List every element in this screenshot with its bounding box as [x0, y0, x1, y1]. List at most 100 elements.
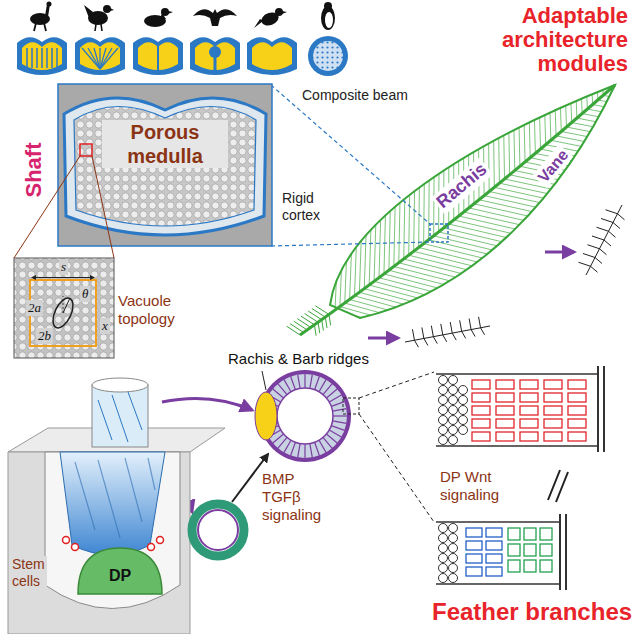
barbule-cell: [486, 554, 502, 563]
ridge-cell: [449, 534, 458, 543]
feather-barb: [489, 191, 635, 223]
barb-ridge: [319, 380, 326, 392]
rachis-callout: [430, 224, 448, 242]
barbule: [591, 266, 598, 272]
barb-ridge: [310, 444, 312, 458]
shaft-section: [247, 37, 297, 75]
rachis-callout: [271, 85, 430, 246]
downy-barb: [294, 321, 307, 330]
panel-title: Feather branches: [432, 598, 632, 627]
shaft-section: [308, 36, 348, 76]
barb-ridge: [273, 389, 284, 398]
barbule: [450, 322, 452, 333]
barb-cell: [544, 432, 562, 441]
barb-cell: [472, 419, 490, 428]
ridge-cell: [439, 396, 448, 405]
ridge-cell: [449, 554, 458, 563]
barb-cell: [520, 393, 538, 402]
barb-ridge: [323, 384, 332, 395]
barbule: [579, 262, 591, 266]
feather-barb: [459, 216, 605, 250]
barb-ridge: [310, 375, 312, 389]
barbule: [597, 227, 609, 231]
bird-silhouettes: [168, 11, 173, 14]
feather-barb: [419, 98, 421, 248]
feather-barb: [424, 94, 426, 244]
zoom-box: [80, 144, 92, 156]
medulla-septum: [214, 52, 217, 72]
barbule-cell: [524, 544, 536, 556]
follicle: [8, 452, 190, 634]
downy-barb: [329, 314, 331, 325]
vacuole-inset: [32, 277, 94, 278]
downy-barb: [312, 308, 325, 317]
barbule: [479, 317, 481, 328]
barbule: [469, 319, 471, 330]
bird-silhouettes: [47, 2, 52, 7]
ridge-frame: [436, 373, 598, 375]
shaft-section: [190, 37, 240, 75]
bird-silhouettes: [160, 13, 166, 19]
barb-cell: [520, 419, 538, 428]
ridge-cell: [449, 436, 458, 445]
feather-barb: [379, 278, 524, 316]
ridge-frame: [436, 583, 560, 585]
barb-cell: [496, 419, 514, 428]
feather-barb: [414, 251, 560, 287]
bird-silhouettes: [325, 12, 333, 28]
ridge-cell: [459, 396, 468, 405]
feather-barb: [449, 224, 595, 258]
ridge-frame: [603, 366, 605, 452]
ridge-cell: [439, 524, 448, 533]
barb-ridge: [326, 389, 337, 398]
feather-barb: [582, 114, 640, 142]
barbule-cell: [508, 544, 520, 556]
follicle: [8, 378, 225, 634]
barbule: [583, 254, 595, 258]
barbule-cell: [486, 528, 502, 537]
medulla-septum: [56, 48, 58, 68]
feather-barb: [464, 212, 610, 246]
ridge-cell: [449, 574, 458, 583]
downy-barb: [314, 325, 316, 336]
follicle: [92, 385, 148, 447]
ridge-cell: [439, 436, 448, 445]
downy-barb: [287, 326, 300, 335]
medulla-section: [252, 42, 292, 70]
follicle: [92, 378, 148, 392]
inhibition-mark: [548, 470, 568, 502]
ridge-frame: [436, 445, 598, 447]
medulla-septum: [41, 48, 43, 68]
downy-barb: [318, 322, 320, 333]
barbule-cell: [466, 541, 482, 550]
barb-ridge: [319, 440, 326, 452]
stem-cells: [72, 544, 79, 551]
downy-barb: [325, 317, 327, 328]
feather-barb: [429, 240, 575, 275]
barbule: [424, 338, 428, 345]
bird-silhouettes: [30, 2, 335, 32]
feather-barb: [434, 236, 580, 271]
downy-barb: [308, 311, 321, 320]
feather-barb: [399, 263, 544, 300]
barbule: [422, 327, 424, 338]
downy-barb: [297, 319, 310, 328]
ridge-cell: [439, 386, 448, 395]
medulla-septum: [88, 48, 100, 69]
signal-label: BMP TGFβ signaling: [262, 470, 328, 524]
barbule: [609, 231, 616, 237]
barbule: [606, 210, 618, 214]
barb-ridge: [329, 395, 341, 402]
shaft-cross-section: Porous medulla: [58, 84, 272, 246]
ridge-cell: [449, 524, 458, 533]
feather-barb: [404, 259, 549, 296]
medulla-septum: [82, 48, 100, 69]
feather-barb: [394, 117, 397, 267]
follicle: [45, 452, 180, 609]
feather-barb: [434, 86, 435, 236]
ridge-frame: [436, 521, 560, 523]
medulla-septum: [100, 48, 112, 69]
node-text: DP: [78, 566, 162, 585]
barb-ridge: [333, 415, 347, 416]
